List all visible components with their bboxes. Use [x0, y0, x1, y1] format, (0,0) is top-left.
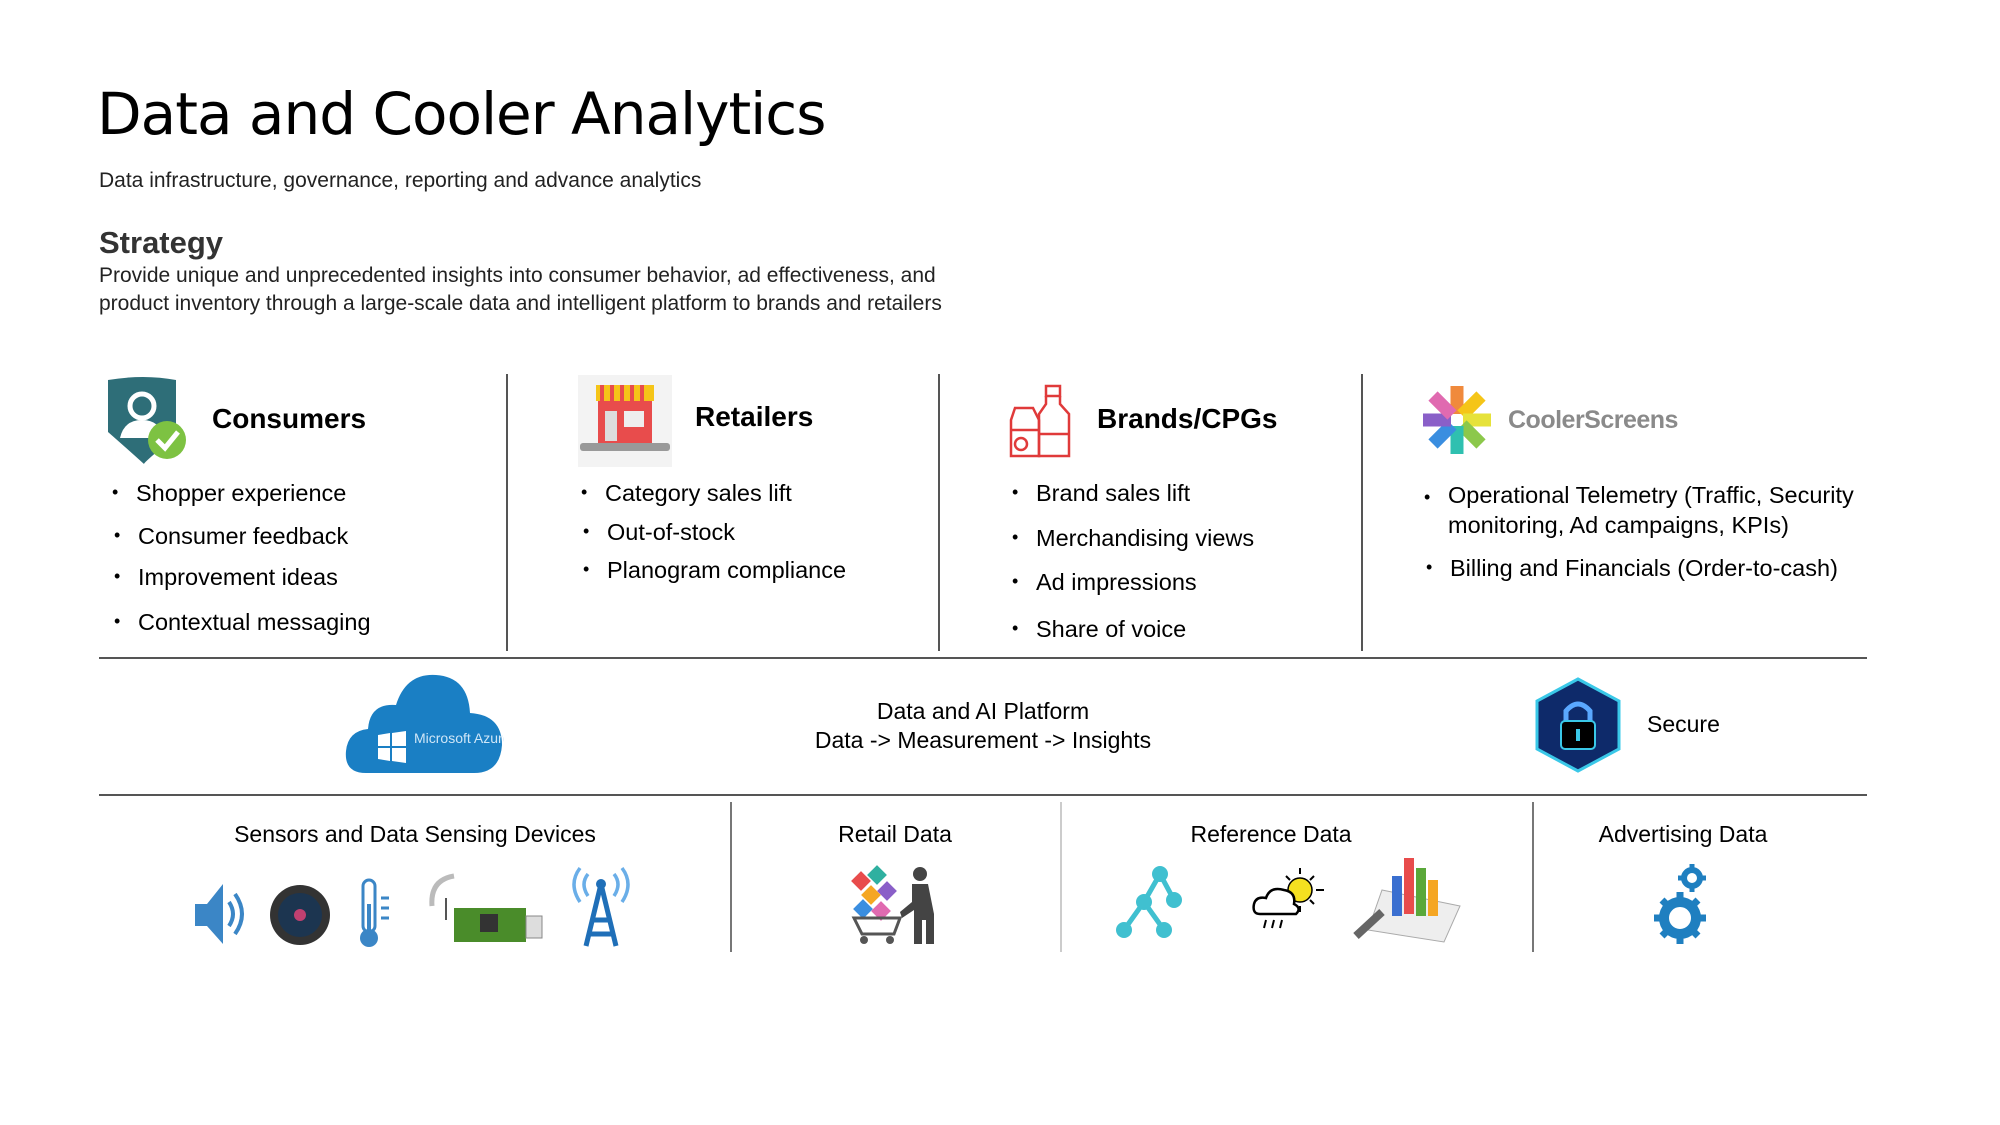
- platform-flow: Data -> Measurement -> Insights: [814, 727, 1152, 753]
- network-nodes-icon: [1116, 866, 1182, 938]
- list-item: Improvement ideas: [114, 564, 338, 591]
- page-title: Data and Cooler Analytics: [97, 80, 826, 148]
- list-item: Planogram compliance: [583, 557, 846, 584]
- sensors-heading: Sensors and Data Sensing Devices: [234, 821, 596, 847]
- list-item: Ad impressions: [1012, 569, 1197, 596]
- divider: [730, 802, 732, 952]
- antenna-tower-icon: [572, 866, 630, 947]
- product-bottles-icon: [1009, 384, 1071, 458]
- weather-icon: [1252, 868, 1324, 929]
- platform-title: Data and AI Platform: [876, 698, 1090, 724]
- cooler-screens-logo: [1423, 386, 1491, 454]
- brands-heading: Brands/CPGs: [1097, 403, 1278, 434]
- list-item: Contextual messaging: [114, 609, 370, 636]
- list-item: Shopper experience: [112, 480, 346, 507]
- list-item: Out-of-stock: [583, 519, 735, 546]
- retail-data-heading: Retail Data: [838, 821, 952, 847]
- reference-data-heading: Reference Data: [1190, 821, 1352, 847]
- divider: [99, 657, 1867, 659]
- strategy-line: Provide unique and unprecedented insight…: [99, 264, 936, 287]
- list-item: Consumer feedback: [114, 523, 348, 550]
- speaker-icon: [195, 884, 244, 944]
- security-lock-icon: [1535, 677, 1621, 773]
- bar-chart-magnifier-icon: [1353, 858, 1461, 943]
- list-item: Category sales lift: [581, 480, 792, 507]
- strategy-text: Provide unique and unprecedented insight…: [99, 262, 1099, 318]
- cooler-screens-heading: CoolerScreens: [1508, 406, 1678, 434]
- divider: [1532, 802, 1534, 952]
- advertising-data-heading: Advertising Data: [1598, 821, 1768, 847]
- retailers-heading: Retailers: [695, 401, 814, 432]
- divider: [506, 374, 508, 651]
- divider: [1361, 374, 1363, 651]
- secure-label: Secure: [1647, 711, 1720, 737]
- azure-cloud-icon: Microsoft Azure: [345, 674, 504, 773]
- shopping-cart-person-icon: [851, 865, 934, 944]
- list-item: Merchandising views: [1012, 525, 1254, 552]
- storefront-icon: [578, 375, 672, 467]
- list-item: Share of voice: [1012, 616, 1186, 643]
- camera-lens-icon: [270, 885, 330, 945]
- page-subtitle: Data infrastructure, governance, reporti…: [99, 169, 702, 192]
- user-check-shield-icon: [108, 377, 186, 464]
- circuit-board-icon: [429, 873, 543, 942]
- divider: [1060, 802, 1062, 952]
- strategy-heading: Strategy: [99, 225, 224, 260]
- strategy-line: product inventory through a large-scale …: [99, 292, 942, 315]
- gears-icon: [1654, 864, 1706, 944]
- list-item: Operational Telemetry (Traffic, Security…: [1424, 480, 1888, 540]
- list-item: Brand sales lift: [1012, 480, 1190, 507]
- thermometer-icon: [360, 878, 389, 947]
- divider: [938, 374, 940, 651]
- divider: [99, 794, 1867, 796]
- consumers-heading: Consumers: [212, 403, 367, 434]
- azure-logo-text: Microsoft Azure: [414, 730, 504, 746]
- list-item: Billing and Financials (Order-to-cash): [1426, 555, 1838, 582]
